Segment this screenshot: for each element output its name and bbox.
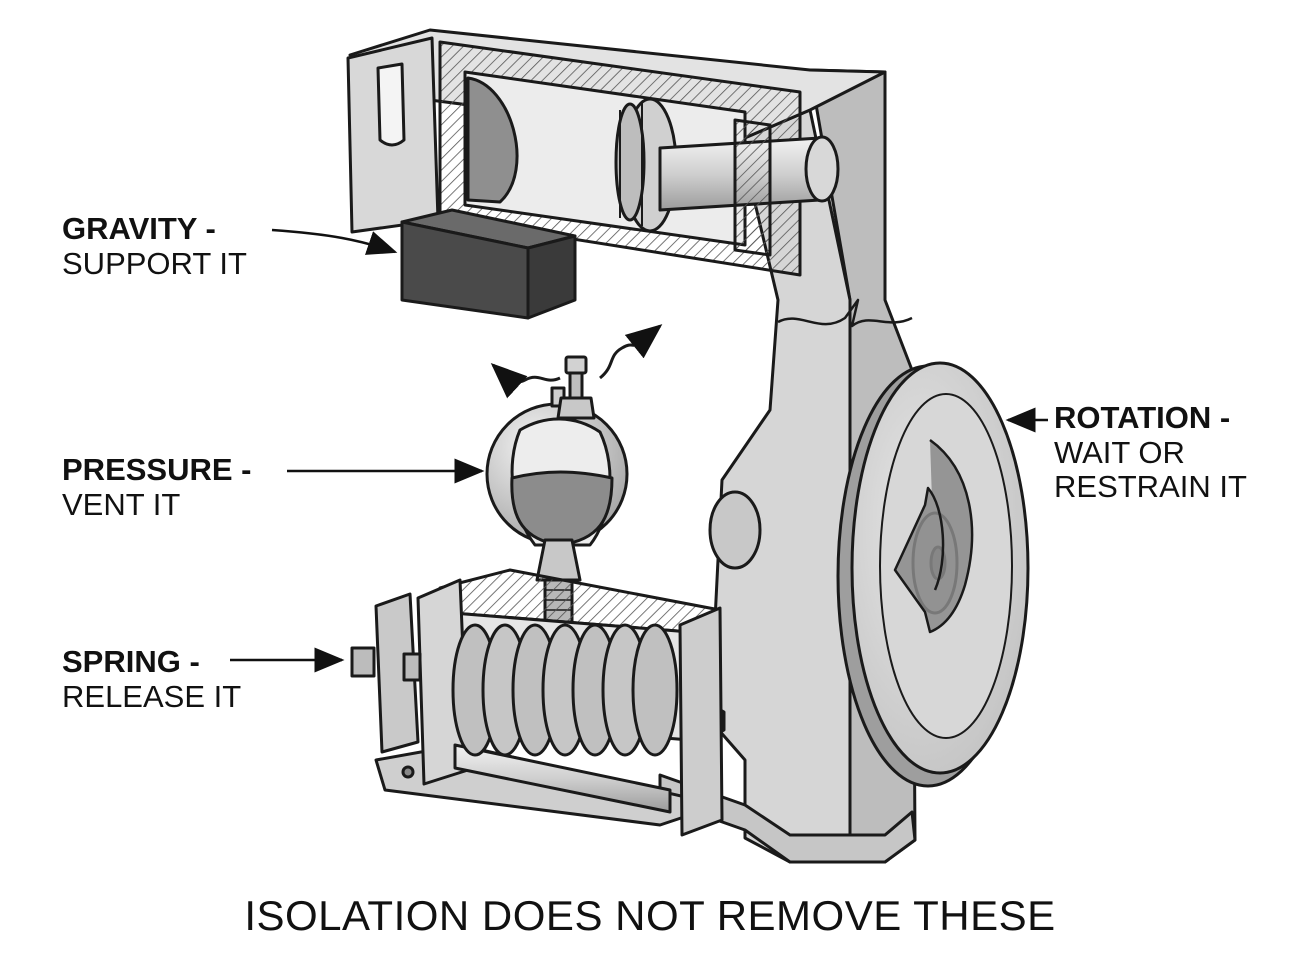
pressure-vessel bbox=[485, 355, 629, 624]
support-block bbox=[400, 208, 577, 320]
gravity-heading: GRAVITY - bbox=[62, 211, 216, 246]
pressure-subtext: VENT IT bbox=[62, 486, 181, 522]
rotation-subtext-line2: RESTRAIN IT bbox=[1054, 469, 1247, 505]
vent-arrows bbox=[490, 324, 663, 399]
spring-subtext: RELEASE IT bbox=[62, 678, 242, 714]
rotation-label: ROTATION - WAIT OR RESTRAIN IT bbox=[1054, 400, 1247, 505]
pressure-label: PRESSURE - VENT IT bbox=[62, 452, 252, 522]
spring-coils bbox=[451, 623, 679, 757]
spring-label: SPRING - RELEASE IT bbox=[62, 644, 242, 714]
rotation-arrow bbox=[893, 438, 974, 634]
pressure-heading: PRESSURE - bbox=[62, 452, 252, 487]
gravity-subtext: SUPPORT IT bbox=[62, 245, 247, 281]
rotation-heading: ROTATION - bbox=[1054, 400, 1231, 435]
leader-lines bbox=[230, 228, 1048, 673]
caption: ISOLATION DOES NOT REMOVE THESE bbox=[244, 892, 1056, 939]
gravity-label: GRAVITY - SUPPORT IT bbox=[62, 211, 247, 281]
cylinder-assembly bbox=[346, 36, 840, 277]
rotation-subtext-line1: WAIT OR bbox=[1054, 434, 1185, 470]
spring-heading: SPRING - bbox=[62, 644, 200, 679]
